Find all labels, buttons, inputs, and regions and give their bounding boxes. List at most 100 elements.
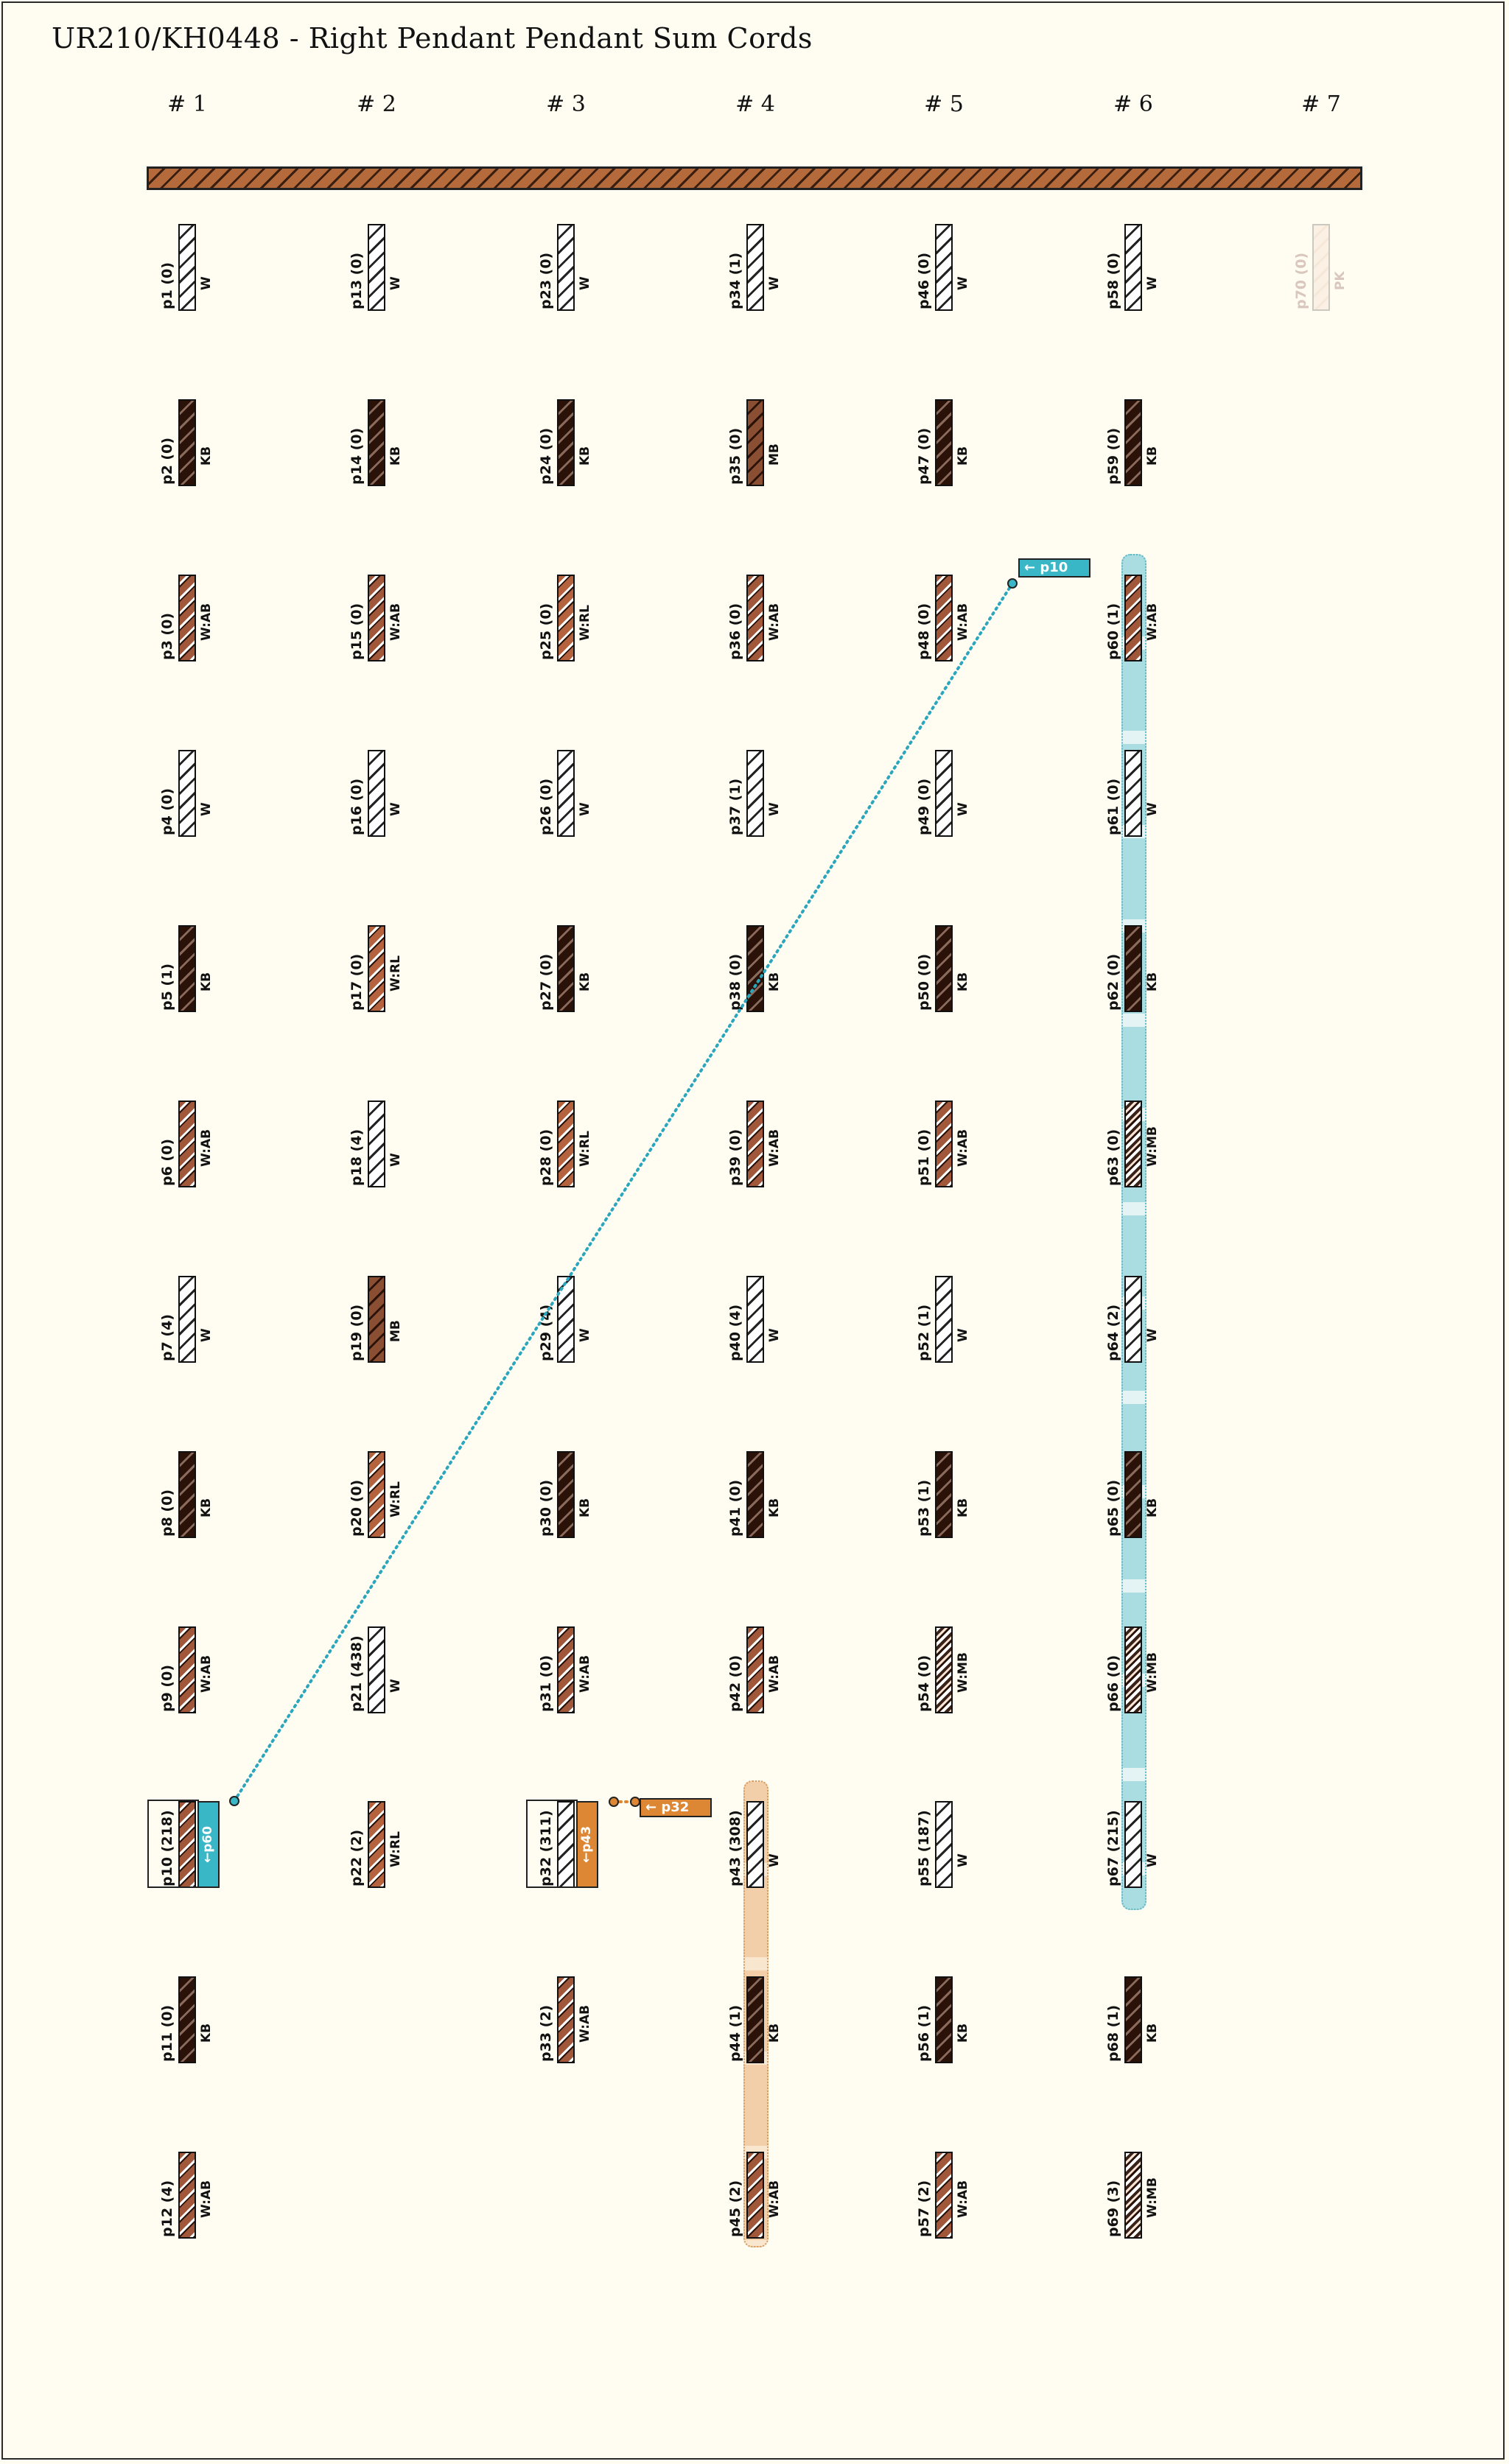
pendant-cord[interactable]: [1124, 224, 1142, 311]
pendant-cord[interactable]: [178, 925, 196, 1012]
pendant-cord[interactable]: [746, 1976, 764, 2063]
pendant-cord[interactable]: [1124, 2152, 1142, 2239]
pendant-cord[interactable]: [178, 1276, 196, 1363]
pendant-cord[interactable]: [368, 1626, 385, 1713]
pendant-label: p9 (0): [159, 1664, 175, 1712]
pendant-cord[interactable]: [178, 1976, 196, 2063]
pendant-cord[interactable]: [557, 575, 575, 661]
pendant-cord[interactable]: [178, 750, 196, 837]
pendant-cord[interactable]: [178, 575, 196, 661]
pendant-cord[interactable]: [1124, 1626, 1142, 1713]
pendant-cord[interactable]: [368, 750, 385, 837]
color-code-label: KB: [199, 2023, 214, 2043]
color-code-label: W:AB: [1145, 603, 1160, 641]
pendant-label: p39 (0): [727, 1129, 743, 1186]
pendant-cord[interactable]: [557, 224, 575, 311]
pendant-label: p40 (4): [727, 1304, 743, 1361]
column-header: # 3: [546, 91, 586, 117]
pendant-cord[interactable]: [557, 1276, 575, 1363]
color-code-label: W: [767, 276, 782, 290]
pendant-cord[interactable]: [935, 1101, 953, 1187]
pendant-cord[interactable]: [1124, 1451, 1142, 1538]
pendant-label: p55 (187): [916, 1810, 932, 1886]
pendant-cord[interactable]: [935, 1451, 953, 1538]
pendant-cord[interactable]: [746, 2152, 764, 2239]
color-code-label: W: [956, 1328, 970, 1342]
pendant-label: p59 (0): [1105, 427, 1121, 485]
pendant-cord[interactable]: [1124, 1801, 1142, 1888]
pendant-cord[interactable]: [178, 224, 196, 311]
pendant-cord[interactable]: [557, 1451, 575, 1538]
pendant-cord[interactable]: [557, 750, 575, 837]
pendant-cord[interactable]: [935, 1801, 953, 1888]
pendant-cord[interactable]: [1124, 1976, 1142, 2063]
pendant-label: p4 (0): [159, 787, 175, 835]
pendant-cord[interactable]: [178, 1101, 196, 1187]
pendant-cord[interactable]: [1124, 925, 1142, 1012]
pendant-cord[interactable]: [368, 1451, 385, 1538]
pendant-cord[interactable]: [1124, 399, 1142, 486]
pendant-cord[interactable]: [557, 1801, 575, 1888]
color-code-label: W: [956, 802, 970, 816]
pendant-cord[interactable]: [1124, 750, 1142, 837]
pendant-cord[interactable]: [178, 1451, 196, 1538]
pendant-cord[interactable]: [1124, 1276, 1142, 1363]
pendant-cord[interactable]: [935, 1626, 953, 1713]
pendant-cord[interactable]: [557, 399, 575, 486]
color-code-label: W: [1145, 802, 1160, 816]
pendant-cord[interactable]: [746, 1801, 764, 1888]
pendant-label: p70 (0): [1293, 252, 1309, 309]
pendant-cord[interactable]: [746, 925, 764, 1012]
pendant-cord[interactable]: [935, 2152, 953, 2239]
pendant-cord[interactable]: [1124, 575, 1142, 661]
pendant-cord[interactable]: [1124, 1101, 1142, 1187]
color-code-label: W: [388, 1679, 403, 1693]
color-code-label: KB: [1145, 446, 1160, 466]
pendant-cord[interactable]: [935, 1976, 953, 2063]
pendant-cord[interactable]: [368, 1101, 385, 1187]
pendant-cord[interactable]: [557, 1626, 575, 1713]
pendant-cord[interactable]: [368, 1801, 385, 1888]
pendant-cord[interactable]: [746, 1451, 764, 1538]
color-code-label: W:AB: [767, 603, 782, 641]
color-code-label: KB: [199, 446, 214, 466]
pendant-cord[interactable]: [746, 1101, 764, 1187]
pendant-label: p8 (0): [159, 1489, 175, 1537]
pendant-cord[interactable]: [935, 224, 953, 311]
pendant-cord[interactable]: [746, 224, 764, 311]
column-header: # 7: [1301, 91, 1341, 117]
pendant-cord[interactable]: [935, 575, 953, 661]
pendant-label: p52 (1): [916, 1304, 932, 1361]
pendant-cord[interactable]: [746, 399, 764, 486]
pendant-cord[interactable]: [178, 2152, 196, 2239]
pendant-cord[interactable]: [746, 1626, 764, 1713]
pendant-cord[interactable]: [935, 1276, 953, 1363]
pendant-cord[interactable]: [557, 925, 575, 1012]
pendant-cord[interactable]: [935, 925, 953, 1012]
pendant-cord[interactable]: [368, 1276, 385, 1363]
pendant-cord[interactable]: [178, 399, 196, 486]
pendant-cord[interactable]: [935, 399, 953, 486]
pendant-cord[interactable]: [368, 925, 385, 1012]
pendant-cord[interactable]: [746, 1276, 764, 1363]
sum-box-p10: [147, 1800, 199, 1888]
column-header: # 6: [1113, 91, 1153, 117]
color-code-label: KB: [1145, 1498, 1160, 1517]
pendant-cord[interactable]: [178, 1801, 196, 1888]
pendant-cord[interactable]: [368, 575, 385, 661]
pendant-cord[interactable]: [1312, 224, 1330, 311]
pendant-label: p29 (4): [538, 1304, 554, 1361]
pendant-cord[interactable]: [746, 750, 764, 837]
pendant-label: p51 (0): [916, 1129, 932, 1186]
pendant-cord[interactable]: [935, 750, 953, 837]
pendant-cord[interactable]: [557, 1101, 575, 1187]
pendant-cord[interactable]: [368, 399, 385, 486]
pendant-label: p7 (4): [159, 1313, 175, 1361]
pendant-cord[interactable]: [557, 1976, 575, 2063]
sum-tag-p10: ← p10: [1018, 558, 1090, 578]
pendant-cord[interactable]: [368, 224, 385, 311]
color-code-label: W:AB: [578, 1654, 592, 1693]
pendant-label: p67 (215): [1105, 1810, 1121, 1886]
pendant-cord[interactable]: [746, 575, 764, 661]
pendant-cord[interactable]: [178, 1626, 196, 1713]
